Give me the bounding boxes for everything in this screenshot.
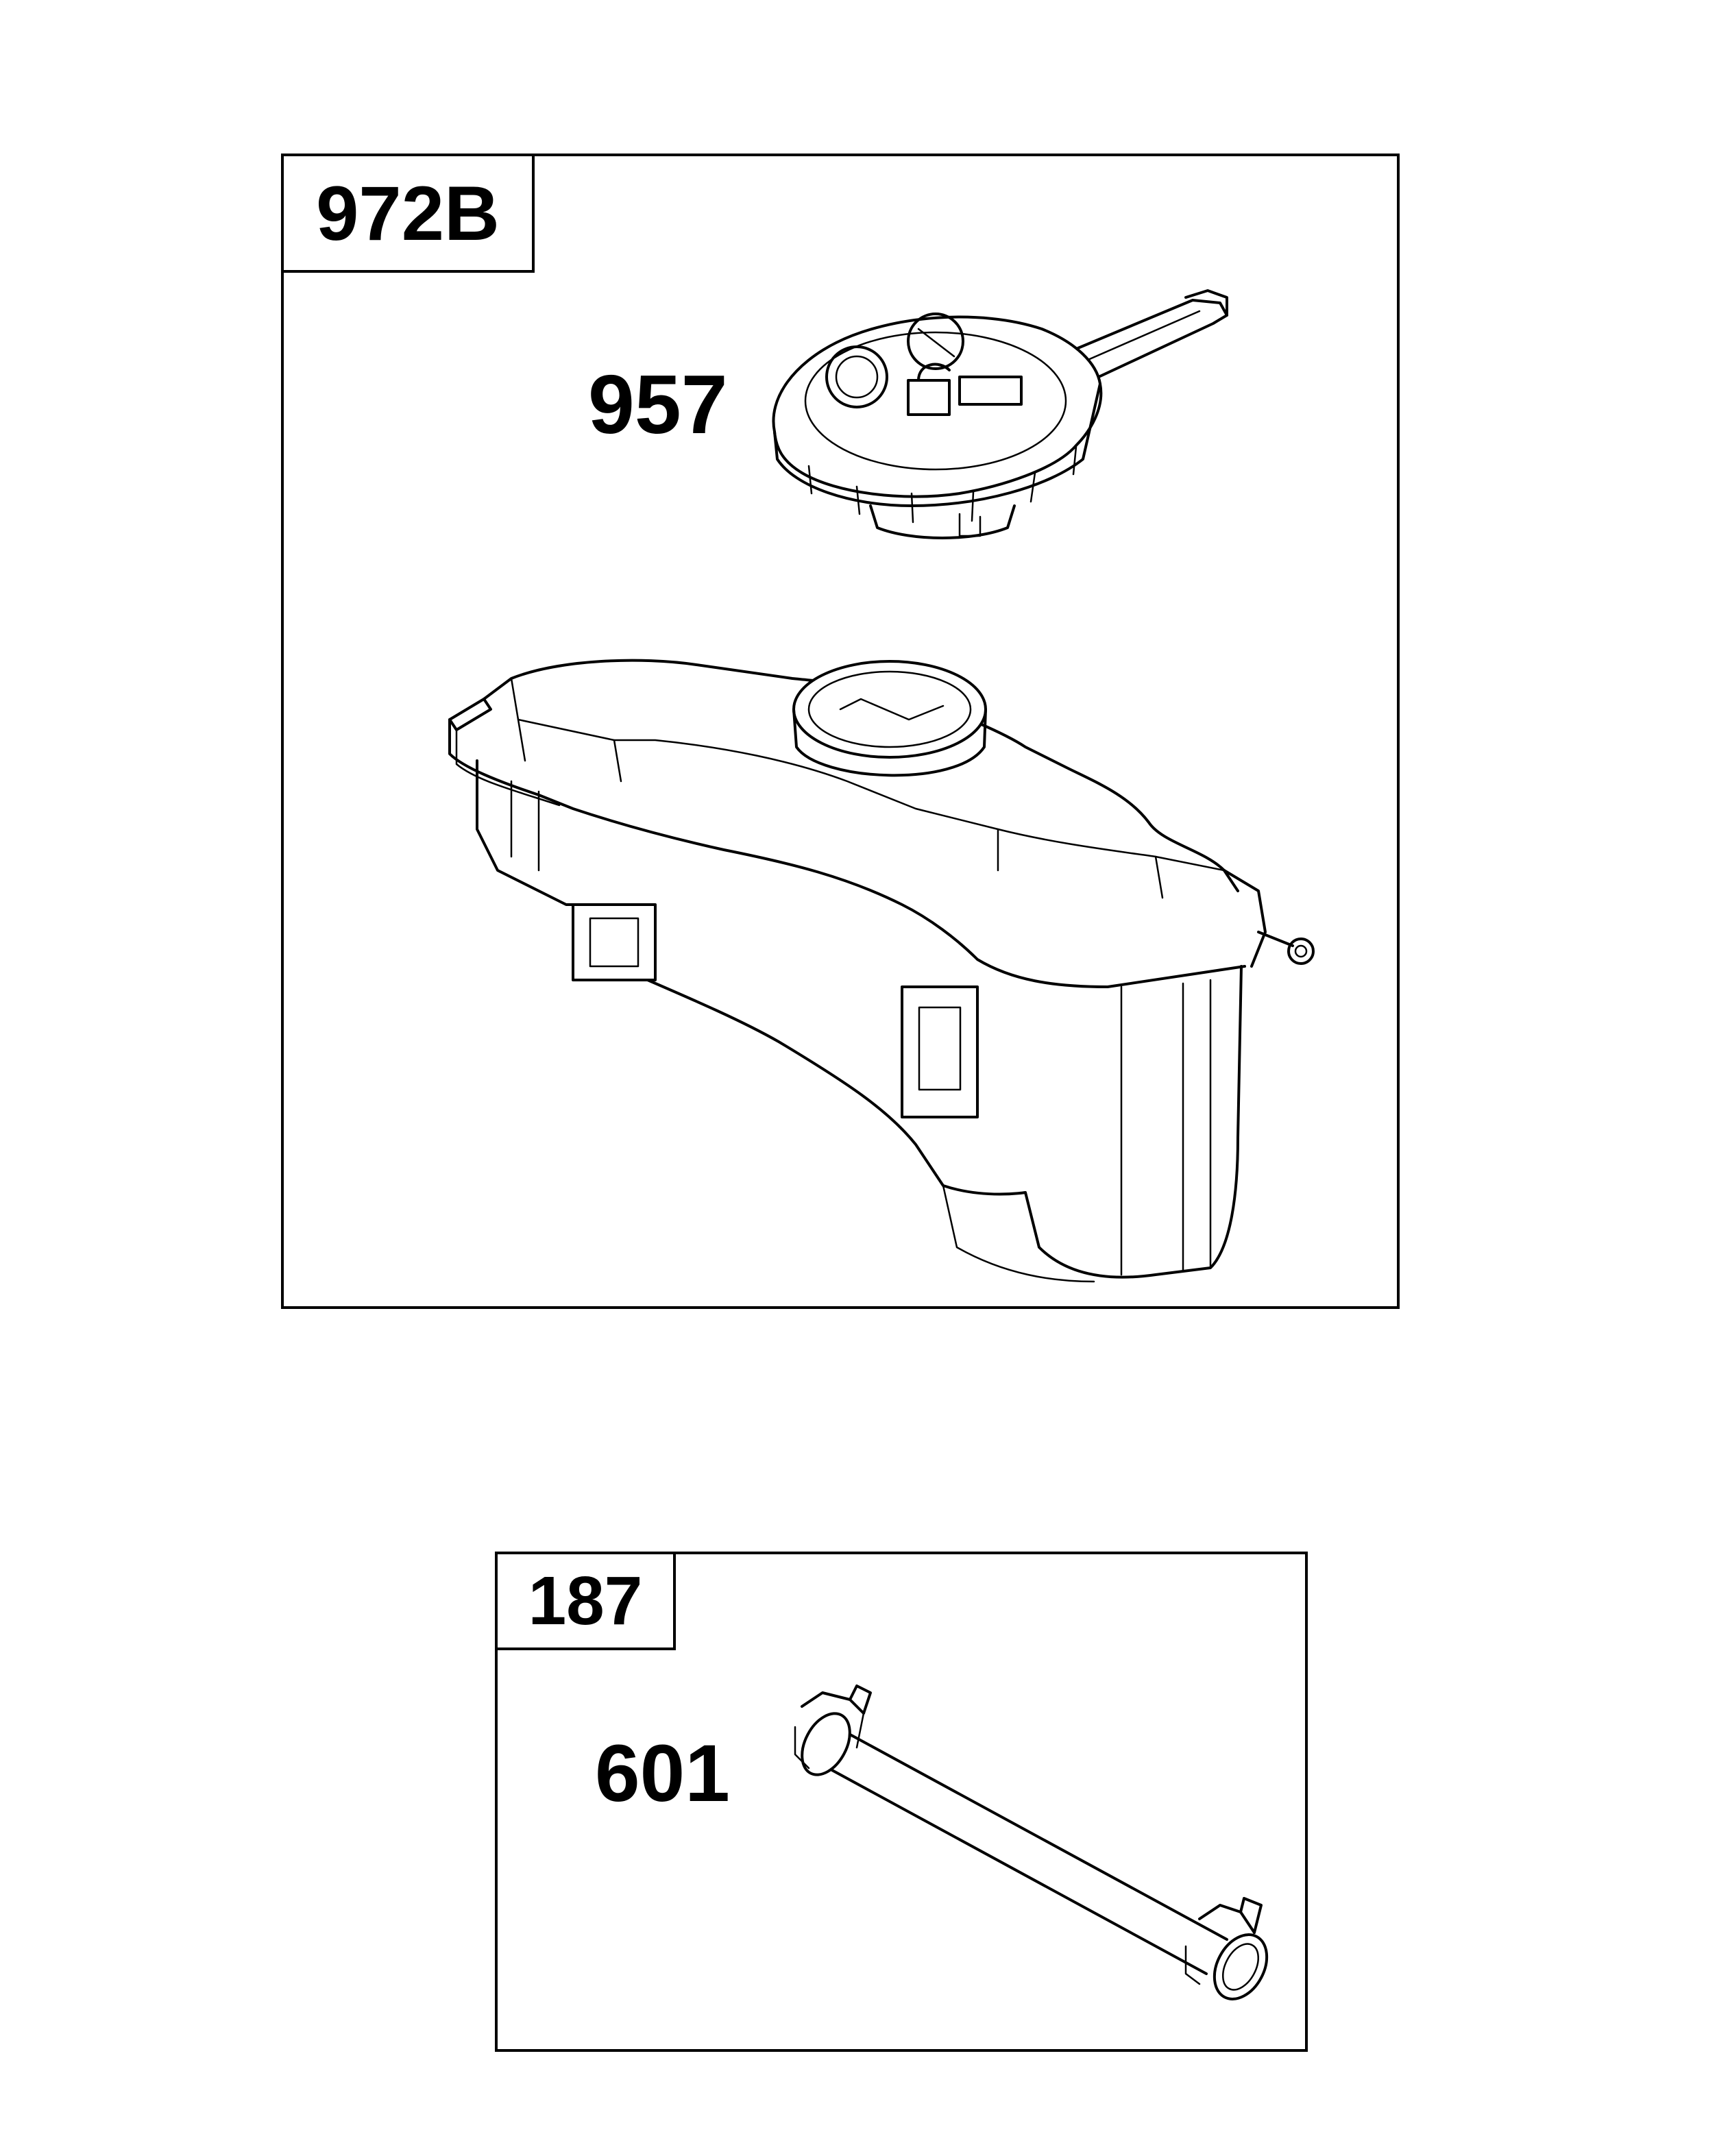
part-callout-957: 957 bbox=[588, 358, 728, 451]
kit-number-label: 972B bbox=[284, 156, 535, 273]
fuel-cap-icon bbox=[772, 289, 1228, 539]
fuel-hose-icon bbox=[794, 1685, 1269, 2000]
part-callout-601: 601 bbox=[595, 1728, 730, 1819]
fuel-tank-icon bbox=[448, 659, 1315, 1283]
kit-panel-187: 187 bbox=[495, 1552, 1308, 2052]
kit-number-label: 187 bbox=[498, 1554, 676, 1650]
